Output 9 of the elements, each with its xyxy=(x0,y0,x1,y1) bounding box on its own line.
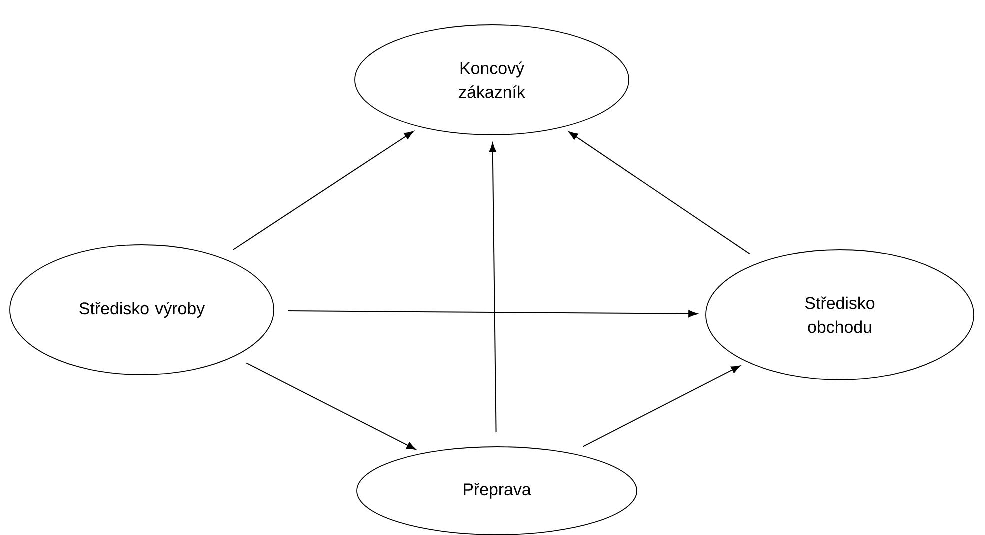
arrow xyxy=(582,366,741,448)
arrow xyxy=(568,132,750,255)
ellipse-node: Koncový zákazník xyxy=(354,24,630,136)
arrow xyxy=(489,143,497,434)
ellipse-node: Středisko výroby xyxy=(10,244,274,376)
arrow xyxy=(246,362,416,450)
ellipse-node: Středisko obchodu xyxy=(706,250,974,380)
arrow xyxy=(232,131,414,250)
arrow xyxy=(288,310,698,318)
